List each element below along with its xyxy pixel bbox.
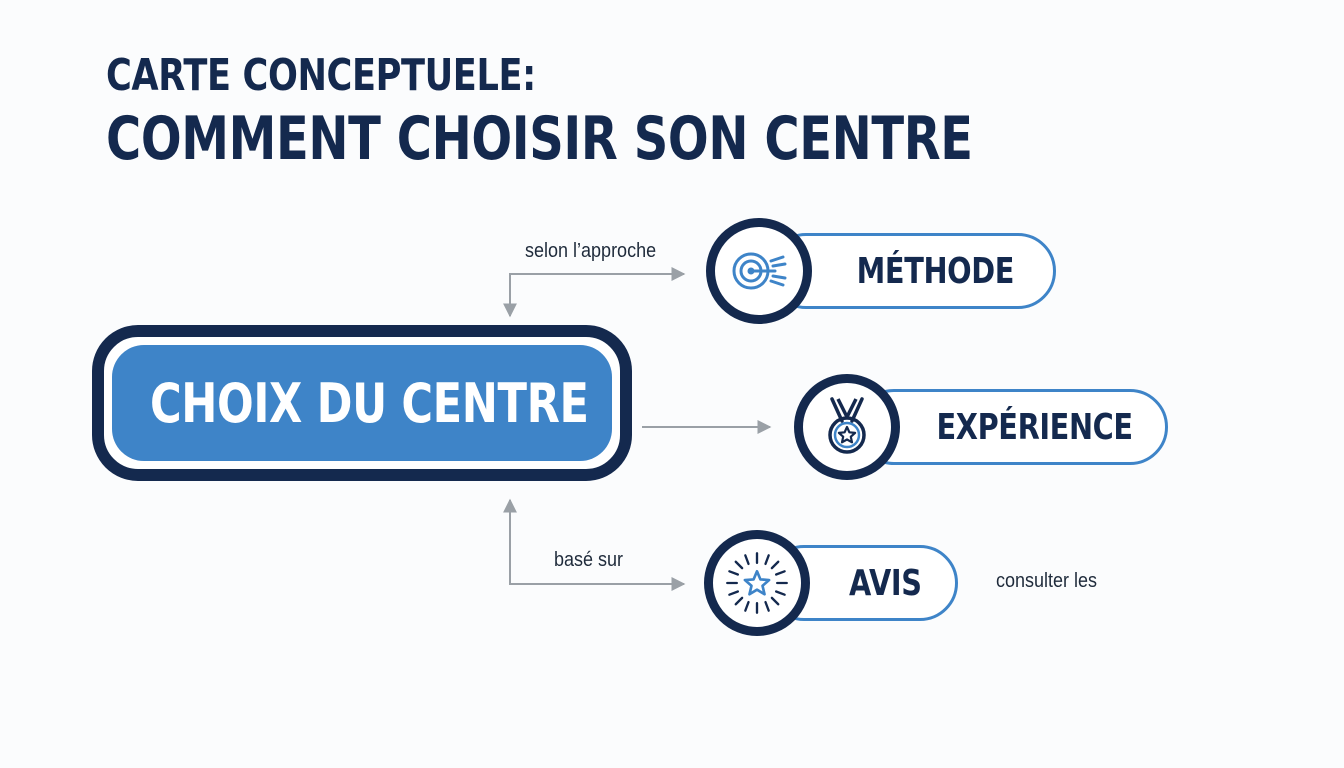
connector-to-methode (503, 267, 686, 318)
branch-label-experience: EXPÉRIENCE (936, 406, 1134, 448)
central-node[interactable]: CHOIX DU CENTRE (92, 325, 632, 481)
central-node-fill: CHOIX DU CENTRE (112, 345, 612, 461)
connector-label-methode: selon l’approche (525, 240, 657, 262)
branch-icon-badge-avis (704, 530, 810, 636)
star-burst-icon (726, 552, 788, 614)
branch-label-methode: MÉTHODE (856, 250, 1014, 292)
connector-to-avis (503, 498, 686, 591)
medal-icon (828, 397, 866, 454)
branch-icon-badge-experience (794, 374, 900, 480)
map-title-line-1: CARTE CONCEPTUELE: (106, 50, 536, 101)
map-title-line-2: COMMENT CHOISIR SON CENTRE (106, 104, 973, 174)
central-node-label: CHOIX DU CENTRE (150, 371, 589, 435)
branch-icon-badge-methode (706, 218, 812, 324)
side-note-consulter: consulter les (996, 570, 1098, 592)
branch-pill-methode: MÉTHODE (768, 233, 1056, 309)
branch-pill-experience: EXPÉRIENCE (856, 389, 1168, 465)
connector-label-avis: basé sur (554, 549, 624, 571)
target-icon (732, 252, 787, 290)
branch-label-avis: AVIS (848, 562, 922, 604)
